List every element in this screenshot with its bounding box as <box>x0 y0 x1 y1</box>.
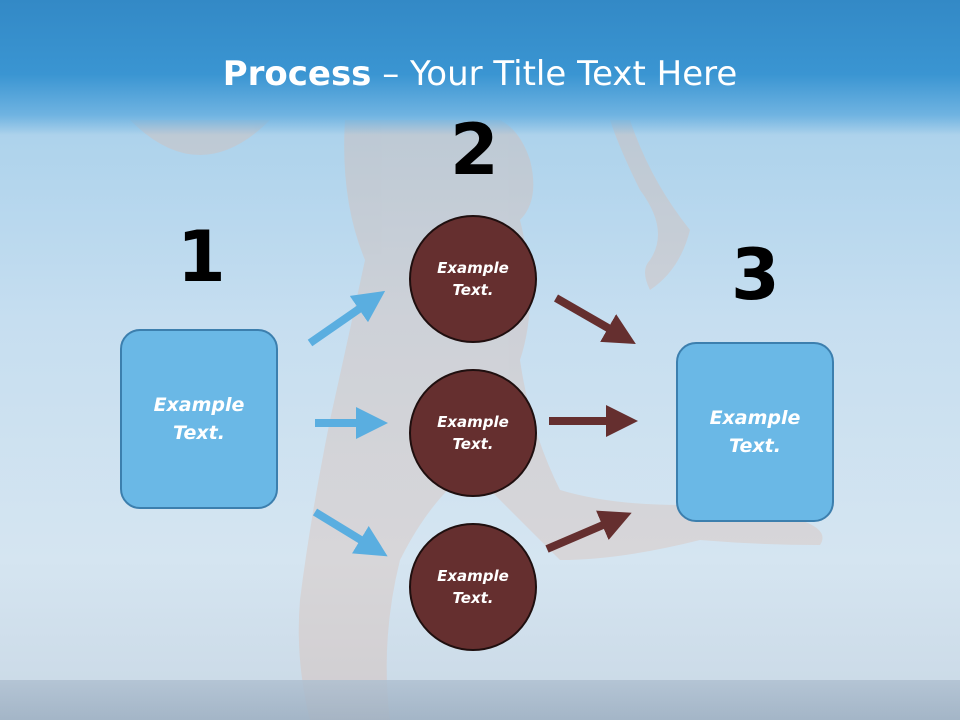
step-1-number: 1 <box>177 216 226 298</box>
arrow-1-to-2-bottom <box>312 508 388 557</box>
title-bar <box>0 0 960 135</box>
step-2-number: 2 <box>450 109 499 191</box>
title-rest: – Your Title Text Here <box>371 54 738 94</box>
sea-strip <box>0 680 960 720</box>
circle-top-text: Example Text. <box>437 258 509 300</box>
step-3-text: Example Text. <box>709 406 801 458</box>
step-1-box: Example Text. <box>120 329 278 509</box>
step-1-text: Example Text. <box>153 393 245 445</box>
step-3-number: 3 <box>731 234 780 316</box>
circle-middle-text: Example Text. <box>437 412 509 454</box>
slide-title: Process – Your Title Text Here <box>0 54 960 94</box>
arrow-1-to-2-top <box>307 290 386 347</box>
step-2-circle-bottom: Example Text. <box>409 523 537 651</box>
arrow-2-to-3-bottom <box>545 510 632 553</box>
arrow-2-to-3-top <box>554 294 636 344</box>
step-3-box: Example Text. <box>676 342 834 522</box>
step-2-circle-top: Example Text. <box>409 215 537 343</box>
step-2-circle-middle: Example Text. <box>409 369 537 497</box>
title-bold: Process <box>222 54 372 94</box>
circle-bottom-text: Example Text. <box>437 566 509 608</box>
